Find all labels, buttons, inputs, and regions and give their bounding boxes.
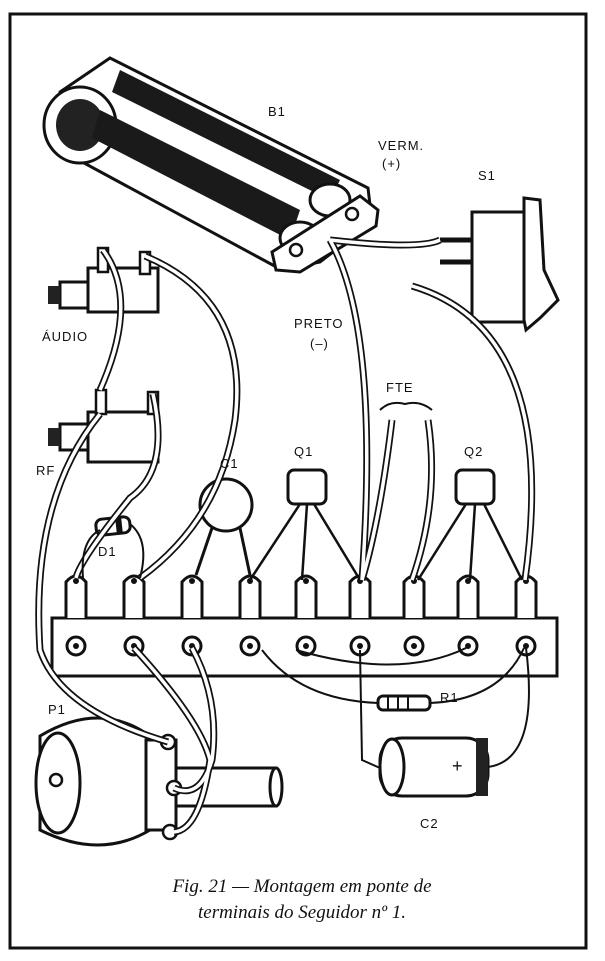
terminal-screw-center bbox=[247, 643, 253, 649]
label-preto: PRETO bbox=[294, 316, 344, 331]
capacitor-c1 bbox=[194, 477, 254, 576]
terminal-lug bbox=[456, 574, 480, 618]
lug-hole bbox=[131, 578, 137, 584]
caption-line-1: Fig. 21 — Montagem em ponte de bbox=[171, 876, 431, 897]
label-s1: S1 bbox=[478, 168, 496, 183]
terminal-screw-center bbox=[357, 643, 363, 649]
terminal-strip bbox=[50, 574, 559, 678]
wiring bbox=[35, 236, 536, 836]
caption-line-2: terminais do Seguidor nº 1. bbox=[198, 902, 406, 923]
terminal-screw-center bbox=[411, 643, 417, 649]
resistor-r1 bbox=[376, 694, 432, 712]
terminal-lug bbox=[238, 574, 262, 618]
rf-jack bbox=[48, 388, 160, 464]
label-p1: P1 bbox=[48, 702, 66, 717]
terminal-screw-center bbox=[303, 643, 309, 649]
transistor-q1 bbox=[248, 468, 362, 581]
terminal-lug bbox=[294, 574, 318, 618]
lug-hole bbox=[303, 578, 309, 584]
terminal-lug bbox=[180, 574, 204, 618]
label-audio: ÁUDIO bbox=[42, 329, 88, 344]
label-rf: RF bbox=[36, 463, 55, 478]
switch-s1 bbox=[440, 196, 560, 333]
transistor-q2 bbox=[416, 468, 524, 581]
label-q1: Q1 bbox=[294, 444, 313, 459]
lug-hole bbox=[189, 578, 195, 584]
label-verm: VERM. bbox=[378, 138, 424, 153]
audio-jack bbox=[48, 246, 160, 314]
terminal-screw-center bbox=[465, 643, 471, 649]
label-r1: R1 bbox=[440, 690, 459, 705]
fte-bracket bbox=[379, 401, 433, 411]
label-d1: D1 bbox=[98, 544, 117, 559]
terminal-screw-center bbox=[523, 643, 529, 649]
label-preto-sign: (–) bbox=[310, 336, 329, 351]
label-c1: C1 bbox=[220, 456, 239, 471]
label-c2: C2 bbox=[420, 816, 439, 831]
lug-hole bbox=[73, 578, 79, 584]
label-verm-sign: (+) bbox=[382, 156, 401, 171]
terminal-screw-center bbox=[73, 643, 79, 649]
battery-holder-b1 bbox=[42, 56, 380, 274]
label-c2-plus: + bbox=[452, 756, 464, 776]
label-fte: FTE bbox=[386, 380, 414, 395]
frame bbox=[8, 12, 588, 950]
capacitor-c2 bbox=[378, 736, 490, 798]
terminal-lug bbox=[122, 574, 146, 618]
label-q2: Q2 bbox=[464, 444, 483, 459]
label-b1: B1 bbox=[268, 104, 286, 119]
